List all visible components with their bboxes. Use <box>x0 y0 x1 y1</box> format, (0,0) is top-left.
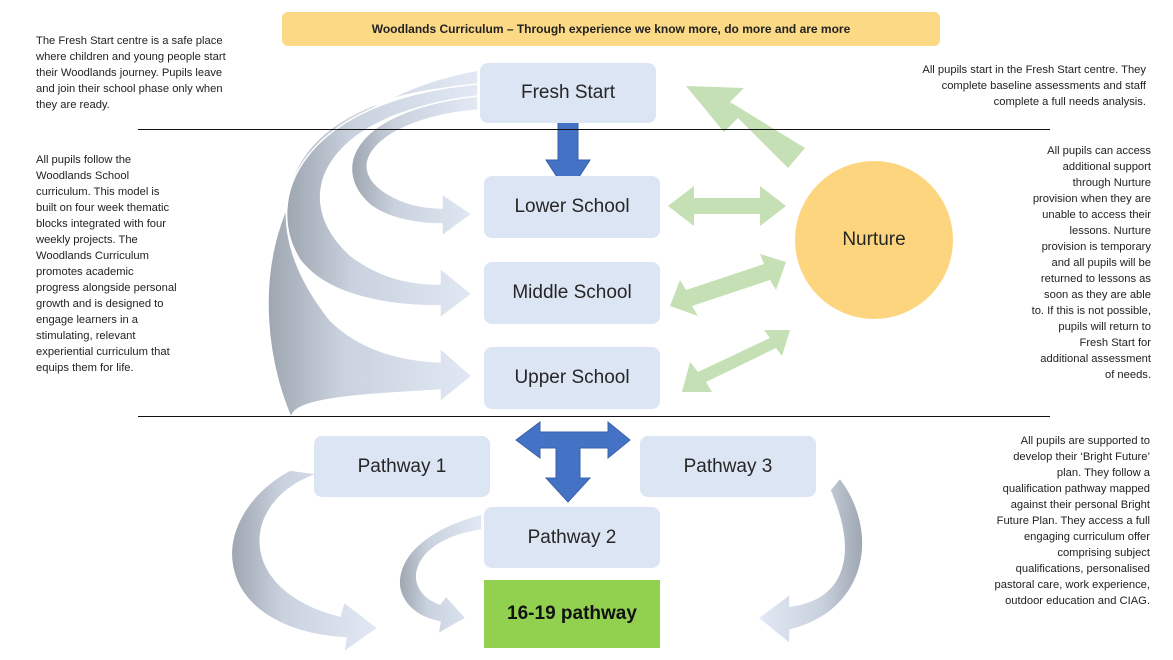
pathway-3-label: Pathway 3 <box>683 455 773 477</box>
divider-top <box>138 129 1050 130</box>
middle-school-label: Middle School <box>512 282 632 303</box>
pathway-2-label: Pathway 2 <box>527 526 617 548</box>
lower-school-box: Lower School <box>484 176 660 238</box>
curved-arrow-pathway2-left <box>398 513 483 636</box>
green-double-arrow-lower-nurture <box>668 186 786 226</box>
blue-t-arrow-pathways <box>515 420 631 503</box>
green-double-arrow-middle-nurture <box>670 254 786 316</box>
pathway-1-label: Pathway 1 <box>357 455 447 477</box>
nurture-label: Nurture <box>842 229 906 250</box>
note-fresh-start-right: All pupils start in the Fresh Start cent… <box>922 64 1146 108</box>
upper-school-box: Upper School <box>484 347 660 409</box>
fresh-start-box: Fresh Start <box>480 63 656 123</box>
banner-text: Woodlands Curriculum – Through experienc… <box>371 22 851 36</box>
pathway-16-19-label: 16-19 pathway <box>507 603 637 624</box>
nurture-circle: Nurture <box>795 161 953 319</box>
fresh-start-label: Fresh Start <box>521 82 615 103</box>
curriculum-banner: Woodlands Curriculum – Through experienc… <box>282 12 940 46</box>
pathway-1-box: Pathway 1 <box>314 436 490 497</box>
note-bright-future-right: All pupils are supported to develop thei… <box>994 435 1150 607</box>
curved-arrow-to-upper-school <box>267 69 479 421</box>
note-fresh-start-left: The Fresh Start centre is a safe place w… <box>36 35 226 111</box>
divider-bottom <box>138 416 1050 417</box>
pathway-16-19-box: 16-19 pathway <box>484 580 660 648</box>
curved-arrow-to-lower-school <box>350 95 479 238</box>
note-nurture-right: All pupils can access additional support… <box>1031 145 1151 381</box>
upper-school-label: Upper School <box>514 367 630 388</box>
middle-school-box: Middle School <box>484 262 660 324</box>
lower-school-label: Lower School <box>514 196 630 217</box>
pathway-3-box: Pathway 3 <box>640 436 816 497</box>
pathway-2-box: Pathway 2 <box>484 507 660 568</box>
green-double-arrow-upper-nurture <box>682 330 790 392</box>
green-arrow-nurture-to-fresh <box>686 86 805 168</box>
note-curriculum-left: All pupils follow the Woodlands School c… <box>36 154 177 374</box>
curved-arrow-pathway1-left <box>230 469 380 654</box>
curved-arrow-pathway3-right <box>756 476 864 646</box>
curved-arrow-to-middle-school <box>285 83 479 320</box>
